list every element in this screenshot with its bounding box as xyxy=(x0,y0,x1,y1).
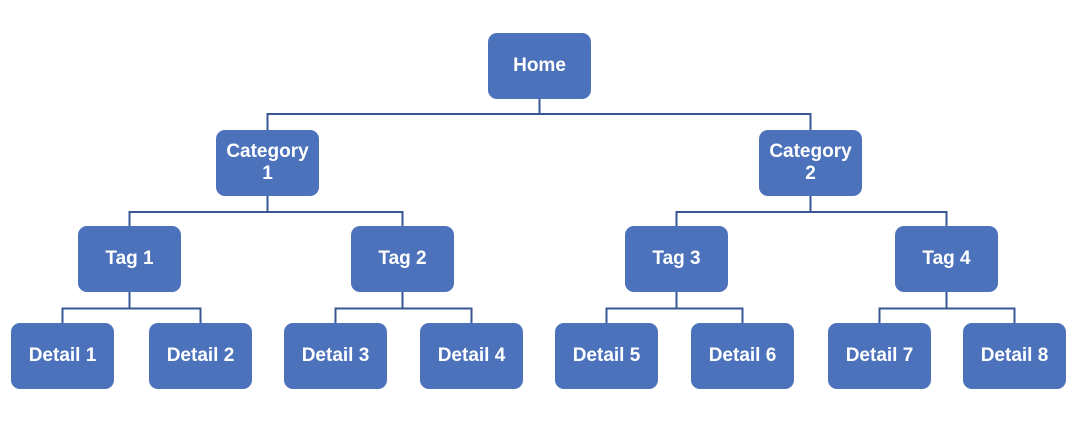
node-tag-4[interactable]: Tag 4 xyxy=(895,226,998,292)
node-category-2[interactable]: Category 2 xyxy=(759,130,862,196)
connector-home-to-categories xyxy=(266,99,812,130)
node-detail-2[interactable]: Detail 2 xyxy=(149,323,252,389)
node-detail-6-label: Detail 6 xyxy=(708,345,777,366)
node-detail-6[interactable]: Detail 6 xyxy=(691,323,794,389)
connector-category2-to-tags xyxy=(675,196,948,226)
node-category-1[interactable]: Category 1 xyxy=(216,130,319,196)
node-detail-1[interactable]: Detail 1 xyxy=(11,323,114,389)
node-detail-3-label: Detail 3 xyxy=(301,345,370,366)
node-detail-5[interactable]: Detail 5 xyxy=(555,323,658,389)
node-tag-4-label: Tag 4 xyxy=(922,248,971,269)
node-detail-3[interactable]: Detail 3 xyxy=(284,323,387,389)
node-home-label: Home xyxy=(513,55,566,76)
node-tag-2[interactable]: Tag 2 xyxy=(351,226,454,292)
node-category-2-label: Category 2 xyxy=(769,141,852,184)
connector-tag2-to-details xyxy=(334,292,473,323)
node-detail-7-label: Detail 7 xyxy=(845,345,914,366)
node-detail-5-label: Detail 5 xyxy=(572,345,641,366)
node-tag-3[interactable]: Tag 3 xyxy=(625,226,728,292)
node-detail-4-label: Detail 4 xyxy=(437,345,506,366)
node-tag-1[interactable]: Tag 1 xyxy=(78,226,181,292)
node-detail-8[interactable]: Detail 8 xyxy=(963,323,1066,389)
node-detail-7[interactable]: Detail 7 xyxy=(828,323,931,389)
connector-tag3-to-details xyxy=(605,292,744,323)
node-tag-3-label: Tag 3 xyxy=(652,248,701,269)
node-detail-8-label: Detail 8 xyxy=(980,345,1049,366)
connector-tag1-to-details xyxy=(61,292,202,323)
node-home[interactable]: Home xyxy=(488,33,591,99)
connector-category1-to-tags xyxy=(128,196,404,226)
node-tag-1-label: Tag 1 xyxy=(105,248,154,269)
node-detail-1-label: Detail 1 xyxy=(28,345,97,366)
node-detail-2-label: Detail 2 xyxy=(166,345,235,366)
node-detail-4[interactable]: Detail 4 xyxy=(420,323,523,389)
connector-tag4-to-details xyxy=(878,292,1016,323)
node-tag-2-label: Tag 2 xyxy=(378,248,427,269)
node-category-1-label: Category 1 xyxy=(226,141,309,184)
